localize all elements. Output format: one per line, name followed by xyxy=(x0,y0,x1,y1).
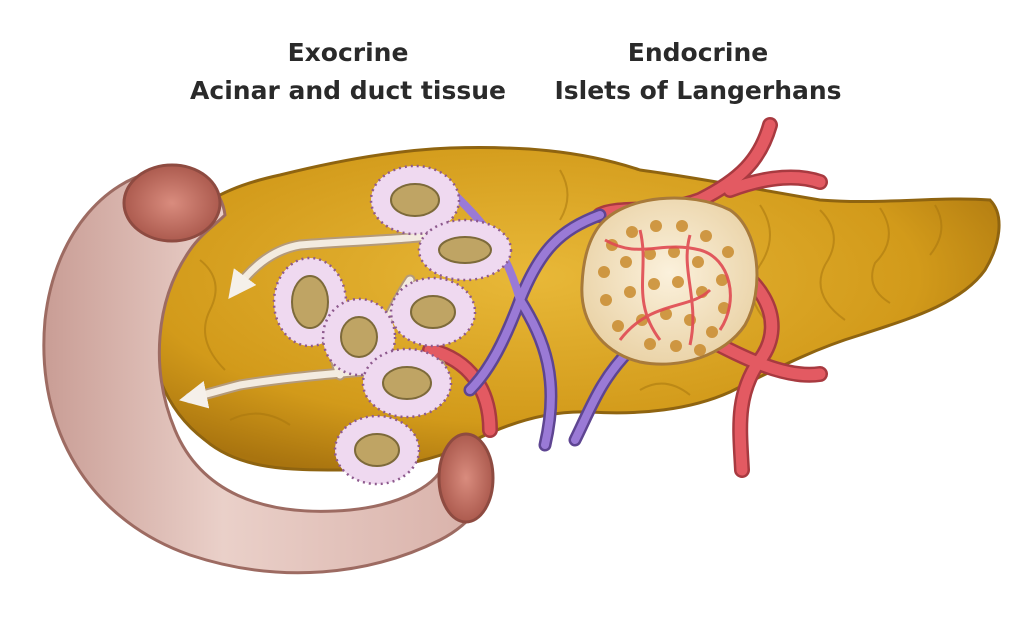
acinus xyxy=(321,297,397,377)
acinus xyxy=(417,218,513,282)
exocrine-title: Exocrine xyxy=(287,38,409,67)
vein-branch xyxy=(516,296,555,449)
duodenum-upper-opening xyxy=(122,163,222,243)
duodenum xyxy=(42,163,495,575)
acinus xyxy=(369,164,461,236)
acini xyxy=(272,164,513,486)
islet-of-langerhans xyxy=(580,196,759,366)
endocrine-label: Endocrine Islets of Langerhans xyxy=(538,34,858,110)
artery-branch xyxy=(724,171,826,196)
islet-body xyxy=(580,196,759,366)
endocrine-title: Endocrine xyxy=(627,38,769,67)
duodenum-lower-opening xyxy=(437,432,495,524)
acinus xyxy=(333,414,421,486)
acinus xyxy=(361,347,453,419)
endocrine-subtitle: Islets of Langerhans xyxy=(554,76,842,105)
exocrine-subtitle: Acinar and duct tissue xyxy=(190,76,506,105)
acinus xyxy=(389,276,477,348)
vein-islet xyxy=(571,346,634,444)
exocrine-label: Exocrine Acinar and duct tissue xyxy=(178,34,518,110)
